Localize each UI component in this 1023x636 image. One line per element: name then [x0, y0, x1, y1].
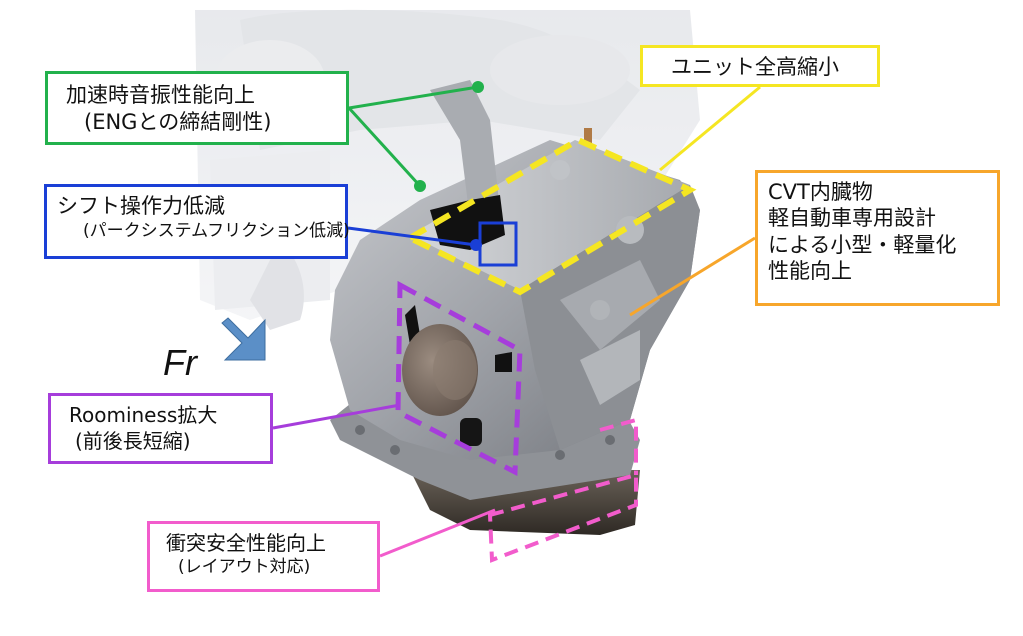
- callout-unit-height: ユニット全高縮小: [640, 45, 880, 87]
- callout-line: (パークシステムフリクション低減): [83, 221, 350, 242]
- height-reduction-region: [403, 136, 697, 296]
- callout-line: 性能向上: [768, 258, 852, 283]
- callout-cvt-internals: CVT内臓物 軽自動車専用設計 による小型・軽量化 性能向上: [755, 170, 1000, 306]
- cvt-unit: [330, 80, 700, 535]
- callout-line: CVT内臓物: [768, 180, 873, 204]
- callout-line: ユニット全高縮小: [671, 55, 839, 79]
- leader-lines: [272, 81, 761, 558]
- callout-acceleration-nvh: 加速時音振性能向上 (ENGとの締結剛性): [45, 71, 349, 145]
- callout-roominess: Roominess拡大 (前後長短縮): [48, 393, 273, 464]
- callout-line: (前後長短縮): [75, 429, 191, 453]
- roominess-region: [395, 280, 523, 477]
- callout-crash-safety: 衝突安全性能向上 (レイアウト対応): [147, 521, 380, 592]
- callout-line: 衝突安全性能向上: [166, 531, 326, 555]
- crash-safety-region-upper: [599, 417, 638, 475]
- arrow-down-left-icon: [221, 317, 266, 361]
- callout-line: 軽自動車専用設計: [768, 206, 936, 231]
- callout-line: (レイアウト対応): [178, 557, 311, 577]
- callout-line: による小型・軽量化: [768, 232, 957, 257]
- callout-shift-effort: シフト操作力低減 (パークシステムフリクション低減): [44, 184, 350, 259]
- callout-line: (ENGとの締結剛性): [84, 110, 272, 135]
- callout-line: Roominess拡大: [69, 403, 218, 427]
- front-direction-label: Fr: [163, 342, 197, 383]
- callout-line: 加速時音振性能向上: [66, 83, 255, 107]
- callout-line: シフト操作力低減: [57, 194, 225, 218]
- crash-safety-region: [487, 472, 638, 563]
